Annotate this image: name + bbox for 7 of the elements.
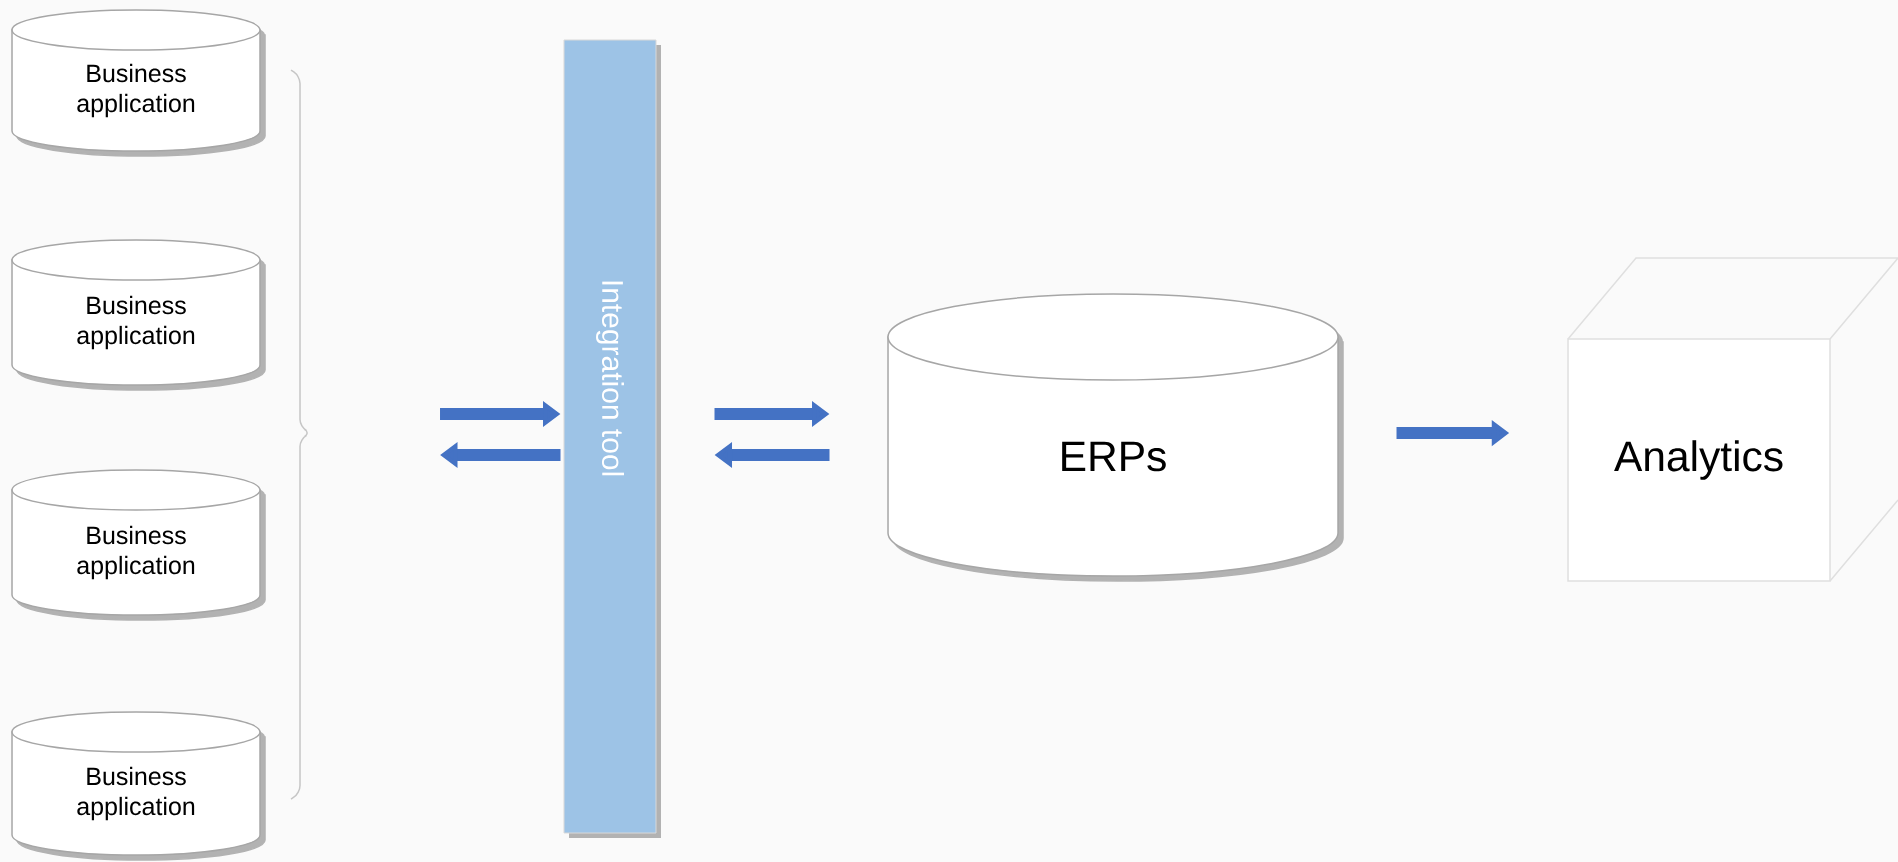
database-cylinder: Business application (11, 9, 266, 157)
database-cylinder: Business application (11, 711, 266, 861)
database-cylinder: Business application (11, 469, 266, 621)
database-cylinder: ERPs (887, 293, 1344, 582)
analytics-cube: Analytics (1567, 257, 1898, 582)
integration-bar: Integration tool (563, 39, 661, 838)
database-cylinder: Business application (11, 239, 266, 391)
